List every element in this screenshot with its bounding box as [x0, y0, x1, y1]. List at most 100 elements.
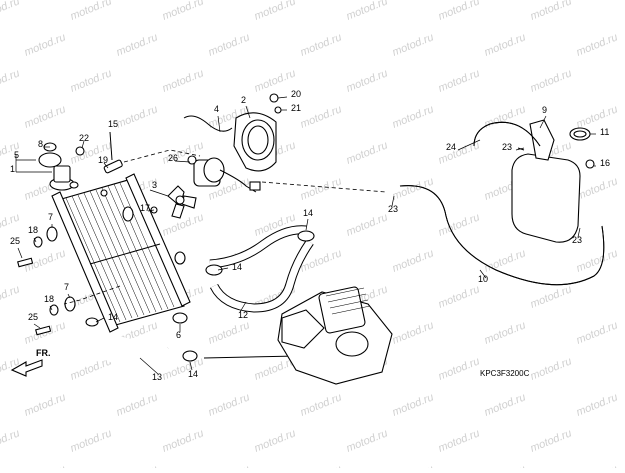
- watermark: motod.ru: [253, 0, 298, 23]
- watermark: motod.ru: [575, 103, 620, 130]
- callout-c25b: 25: [28, 312, 38, 322]
- watermark: motod.ru: [299, 391, 344, 418]
- watermark: motod.ru: [115, 463, 160, 468]
- watermark: motod.ru: [207, 319, 252, 346]
- callout-c24: 24: [446, 142, 456, 152]
- watermark: motod.ru: [575, 391, 620, 418]
- watermark: motod.ru: [0, 427, 21, 454]
- leader-lines: [15, 96, 596, 375]
- callout-c23b: 23: [388, 204, 398, 214]
- watermark: motod.ru: [207, 31, 252, 58]
- callout-c14c: 14: [108, 312, 118, 322]
- engine: [277, 286, 393, 385]
- watermark: motod.ru: [483, 247, 528, 274]
- reserve-tank: [473, 119, 595, 243]
- watermark: motod.ru: [23, 103, 68, 130]
- watermark: motod.ru: [575, 247, 620, 274]
- callout-c21: 21: [291, 103, 301, 113]
- watermark: motod.ru: [299, 463, 344, 468]
- watermark: motod.ru: [161, 355, 206, 382]
- watermark: motod.ru: [69, 0, 114, 23]
- callout-c1: 1: [10, 164, 15, 174]
- callout-c2: 2: [241, 95, 246, 105]
- watermark: motod.ru: [575, 319, 620, 346]
- hoses: [83, 181, 605, 366]
- callout-c7b: 7: [64, 282, 69, 292]
- watermark: motod.ru: [575, 175, 620, 202]
- radiator: [38, 142, 191, 333]
- watermark: motod.ru: [391, 31, 436, 58]
- watermark: motod.ru: [529, 283, 574, 310]
- callout-c19: 19: [98, 155, 108, 165]
- watermark: motod.ru: [23, 31, 68, 58]
- watermark: motod.ru: [345, 427, 390, 454]
- watermark: motod.ru: [115, 31, 160, 58]
- callout-c14a: 14: [303, 208, 313, 218]
- watermark: motod.ru: [299, 175, 344, 202]
- watermark: motod.ru: [253, 427, 298, 454]
- watermark: motod.ru: [529, 67, 574, 94]
- watermark: motod.ru: [529, 355, 574, 382]
- callout-c6: 6: [176, 330, 181, 340]
- fan-shroud: [183, 93, 282, 172]
- watermark: motod.ru: [437, 139, 482, 166]
- watermark: motod.ru: [115, 391, 160, 418]
- callout-c8: 8: [38, 139, 43, 149]
- watermark: motod.ru: [23, 463, 68, 468]
- watermark: motod.ru: [207, 391, 252, 418]
- callout-c17: 17: [140, 203, 150, 213]
- cooling-fan-motor: [150, 155, 261, 219]
- watermark: motod.ru: [391, 103, 436, 130]
- callout-c13: 13: [152, 372, 162, 382]
- callout-c18a: 18: [28, 225, 38, 235]
- callout-c22: 22: [79, 133, 89, 143]
- watermark: motod.ru: [391, 391, 436, 418]
- watermark: motod.ru: [437, 355, 482, 382]
- watermark: motod.ru: [299, 103, 344, 130]
- watermark: motod.ru: [0, 211, 21, 238]
- callout-c18b: 18: [44, 294, 54, 304]
- callout-c20: 20: [291, 89, 301, 99]
- callout-c14b: 14: [232, 262, 242, 272]
- watermark: motod.ru: [575, 31, 620, 58]
- watermark: motod.ru: [391, 319, 436, 346]
- callout-c5: 5: [14, 150, 19, 160]
- callout-c15: 15: [108, 119, 118, 129]
- watermark: motod.ru: [437, 211, 482, 238]
- direction-label: FR.: [36, 348, 51, 358]
- watermark: motod.ru: [483, 319, 528, 346]
- watermark: motod.ru: [207, 463, 252, 468]
- watermark: motod.ru: [0, 283, 21, 310]
- front-direction-arrow: FR.: [10, 348, 51, 377]
- callout-c7a: 7: [48, 212, 53, 222]
- callout-c11: 11: [600, 127, 609, 137]
- watermark: motod.ru: [0, 0, 21, 23]
- watermark: motod.ru: [161, 67, 206, 94]
- watermark: motod.ru: [483, 391, 528, 418]
- watermark: motod.ru: [0, 67, 21, 94]
- watermark: motod.ru: [391, 175, 436, 202]
- callout-c23c: 23: [572, 235, 582, 245]
- watermark: motod.ru: [115, 103, 160, 130]
- watermark: motod.ru: [575, 463, 620, 468]
- thermo-switch: [103, 131, 201, 174]
- callout-c14d: 14: [188, 369, 198, 379]
- watermark: motod.ru: [391, 463, 436, 468]
- callout-c12: 12: [238, 310, 248, 320]
- watermark: motod.ru: [437, 67, 482, 94]
- callout-c26: 26: [168, 153, 178, 163]
- callout-c3: 3: [152, 180, 157, 190]
- watermark: motod.ru: [483, 31, 528, 58]
- watermark: motod.ru: [345, 67, 390, 94]
- watermark: motod.ru: [161, 0, 206, 23]
- watermark: motod.ru: [483, 463, 528, 468]
- watermark: motod.ru: [437, 427, 482, 454]
- watermark: motod.ru: [161, 427, 206, 454]
- left-mounting-hardware: [17, 206, 188, 336]
- watermark: motod.ru: [299, 31, 344, 58]
- callout-c16: 16: [600, 158, 610, 168]
- watermark: motod.ru: [345, 0, 390, 23]
- callout-c9: 9: [542, 105, 547, 115]
